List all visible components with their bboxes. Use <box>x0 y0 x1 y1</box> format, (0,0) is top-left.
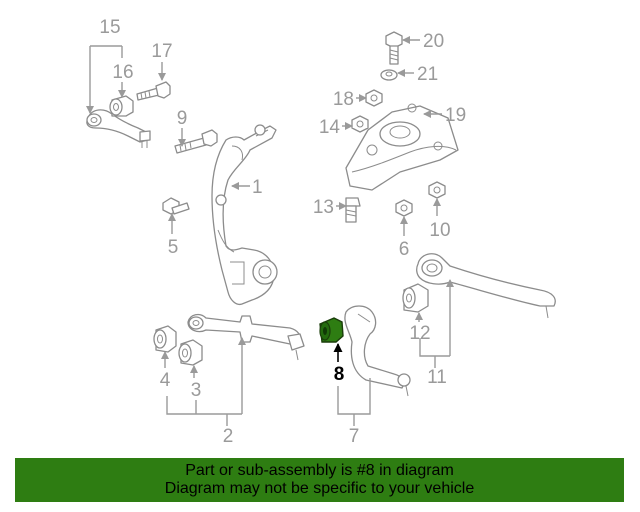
callout-20: 20 <box>423 31 444 52</box>
bushing-4 <box>153 325 177 353</box>
nut-10 <box>428 181 446 199</box>
upper-control-arm <box>86 109 151 148</box>
nut-18 <box>365 89 383 107</box>
steering-knuckle <box>211 124 278 306</box>
banner-line-1: Part or sub-assembly is #8 in diagram <box>185 462 454 479</box>
callout-21: 21 <box>417 64 438 85</box>
callout-7: 7 <box>349 426 360 447</box>
strut-mount-19 <box>345 103 459 191</box>
bushing-12 <box>402 283 429 313</box>
banner-line-2: Diagram may not be specific to your vehi… <box>164 480 475 497</box>
leader-lines <box>86 36 454 426</box>
lower-arm-7 <box>344 305 411 397</box>
bolt-9 <box>174 129 218 154</box>
bolt-5 <box>162 197 190 215</box>
callout-3: 3 <box>191 380 202 401</box>
callout-12: 12 <box>409 323 430 344</box>
callout-14: 14 <box>319 117 341 138</box>
bolt-17 <box>136 81 171 101</box>
callout-17: 17 <box>151 41 172 62</box>
lower-arm-11 <box>416 253 556 319</box>
callout-11: 11 <box>427 367 447 388</box>
callout-10: 10 <box>429 220 450 241</box>
bolt-13 <box>345 197 361 223</box>
part-info-banner: Part or sub-assembly is #8 in diagram Di… <box>15 458 624 502</box>
bushing-8-highlighted <box>319 317 344 343</box>
callout-19: 19 <box>445 105 466 126</box>
callout-13: 13 <box>313 197 334 218</box>
arm-bushing-16 <box>109 95 134 117</box>
bolt-20 <box>385 31 403 65</box>
washer-21 <box>380 69 398 81</box>
lower-control-arm <box>187 313 305 361</box>
callout-1: 1 <box>252 177 263 198</box>
callout-18: 18 <box>333 89 354 110</box>
callout-6: 6 <box>399 239 410 260</box>
callout-4: 4 <box>160 370 171 391</box>
callout-2: 2 <box>223 426 234 447</box>
nut-14 <box>351 115 369 133</box>
nut-6 <box>395 199 413 217</box>
callout-15: 15 <box>99 17 120 38</box>
callout-8-highlighted: 8 <box>334 364 345 385</box>
callout-5: 5 <box>168 237 179 258</box>
bushing-3 <box>178 339 203 366</box>
parts-diagram: 15 16 17 9 1 5 20 21 18 14 19 13 6 10 12… <box>86 17 556 447</box>
callout-9: 9 <box>177 108 188 129</box>
callout-16: 16 <box>112 62 133 83</box>
